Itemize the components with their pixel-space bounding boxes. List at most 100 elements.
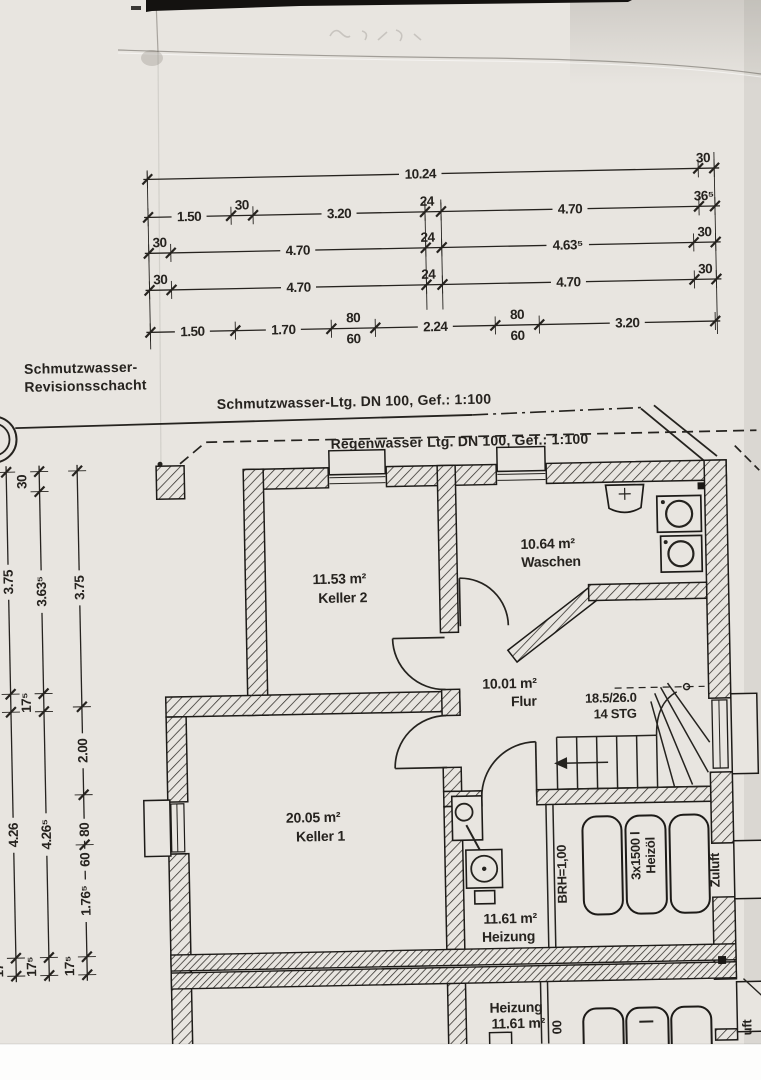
party-wall-upper: [170, 943, 737, 972]
wall-interior: [442, 766, 463, 793]
wall-waschen-south: [587, 581, 708, 602]
window-right-shaft: [729, 692, 760, 775]
drain-icon: [454, 802, 474, 822]
dim-label: 4.63⁵: [552, 237, 583, 253]
dim-tick-slash: [489, 319, 501, 332]
dim-label-bg: [1, 564, 16, 600]
dim-label: 1.70: [271, 322, 296, 337]
dim-tick-slash: [709, 315, 721, 327]
dim-tick-slash: [0, 466, 12, 479]
wall-interior: [446, 982, 468, 1047]
vent-right-shaft: [732, 839, 761, 900]
dim-label: 24: [420, 194, 435, 209]
dim-label-bg: [321, 206, 357, 220]
dim-label: 10.24: [404, 166, 437, 182]
revision-shaft-icon: [0, 415, 18, 464]
shaft-label-line2: Revisionsschacht: [24, 376, 147, 394]
brh-lower-fragment: 00: [549, 1020, 564, 1034]
stair-count-label: 14 STG: [593, 706, 636, 722]
dim-label: 60: [510, 328, 524, 343]
dim-label: 80: [77, 823, 92, 837]
oil-tanks: [581, 813, 711, 916]
rotated-annotations: BRH=1,00 3x1500 l Heizöl Zuluft 00 uft: [549, 831, 754, 1035]
paper-shadow-topright: [570, 0, 761, 85]
boiler-icon: [465, 848, 504, 905]
heizung-lower-area: 11.61 m²: [491, 1015, 546, 1032]
oil-tank-icon: [624, 814, 668, 915]
dim-label: 2.00: [75, 739, 90, 764]
stair-direction-arrow-icon: [554, 757, 568, 770]
dim-label-bg: [552, 201, 588, 216]
dim-label: 30: [698, 261, 712, 276]
dim-tick-slash: [225, 209, 237, 222]
dim-label-bg: [72, 570, 87, 606]
staircase: [554, 682, 711, 791]
dim-label: 30: [697, 224, 711, 239]
windows: [143, 445, 761, 1033]
dim-label: 4.26: [6, 822, 22, 848]
dim-tick-slash: [77, 788, 90, 801]
washing-machine-icon: [659, 534, 704, 574]
dim-label: 30: [152, 235, 166, 250]
wall-interior: [436, 464, 460, 634]
dim-tick-slash: [37, 687, 50, 700]
flur-area: 10.01 m²: [482, 675, 537, 692]
dim-label: 3.20: [615, 315, 640, 330]
dim-label: 17⁵: [19, 693, 34, 713]
dim-label: 17⁵: [62, 956, 77, 976]
dim-line: [144, 205, 720, 219]
room-labels: 11.53 m² Keller 2 10.64 m² Waschen 10.01…: [286, 535, 637, 1032]
dim-label-bg: [609, 315, 645, 330]
dimension-chains-left: 3.7517⁵4.2617⁵303.63⁵17⁵4.26⁵17⁵3.752.00…: [0, 464, 97, 983]
wall-left: [165, 715, 189, 803]
dim-label-bg: [171, 209, 207, 223]
heizung-area: 11.61 m²: [483, 910, 538, 927]
dim-tick-slash: [688, 273, 701, 286]
dim-label: 1.76⁵: [78, 885, 94, 916]
heizung-lower-name: Heizung: [489, 999, 542, 1016]
dim-label: 17⁵: [0, 693, 1, 713]
vent-lower-shaft: [735, 980, 761, 1033]
dim-label-bg: [546, 237, 590, 252]
heizung-name: Heizung: [482, 928, 535, 945]
dim-tick-slash: [165, 284, 178, 296]
wall-right: [714, 1027, 739, 1041]
dim-tick-slash: [33, 485, 46, 498]
dim-label-bg: [75, 733, 90, 769]
dim-label-bg: [34, 570, 49, 613]
dim-label-bg: [78, 848, 92, 871]
dim-line: [38, 465, 51, 982]
dim-label-bg: [417, 319, 453, 333]
dim-tick-slash: [81, 950, 93, 963]
revision-shaft-inner-icon: [0, 422, 11, 457]
dim-tick-slash: [43, 951, 55, 964]
dim-line: [144, 241, 721, 255]
dim-tick-slash: [5, 706, 17, 719]
door-arc-keller1: [394, 714, 447, 769]
dim-label: 36⁵: [694, 188, 714, 203]
dim-label: 17⁵: [0, 957, 6, 977]
dim-label-bg: [6, 817, 21, 853]
dimension-extension-lines: [146, 152, 718, 350]
stair-run-label: 18.5/26.0: [585, 690, 637, 706]
paper-creases: [117, 0, 761, 471]
door-leaf-waschen: [458, 578, 462, 627]
dim-label: 30: [153, 272, 167, 287]
dim-label-bg: [280, 280, 317, 294]
dim-tick-slash: [247, 209, 259, 222]
waschen-area: 10.64 m²: [520, 535, 575, 552]
dim-label: 24: [420, 230, 435, 245]
dim-label-bg: [265, 322, 301, 337]
scan-bottom-white: [0, 1044, 761, 1080]
tank-capacity-label: 3x1500 l: [627, 831, 643, 880]
dim-tick-slash: [71, 465, 83, 477]
dim-label-bg: [78, 879, 93, 923]
keller1-area: 20.05 m²: [286, 809, 341, 826]
dim-label-bg: [280, 243, 316, 257]
door-arc-heizung: [480, 740, 536, 798]
dim-label-bg: [174, 324, 210, 338]
oil-tank-icon: [581, 815, 624, 916]
